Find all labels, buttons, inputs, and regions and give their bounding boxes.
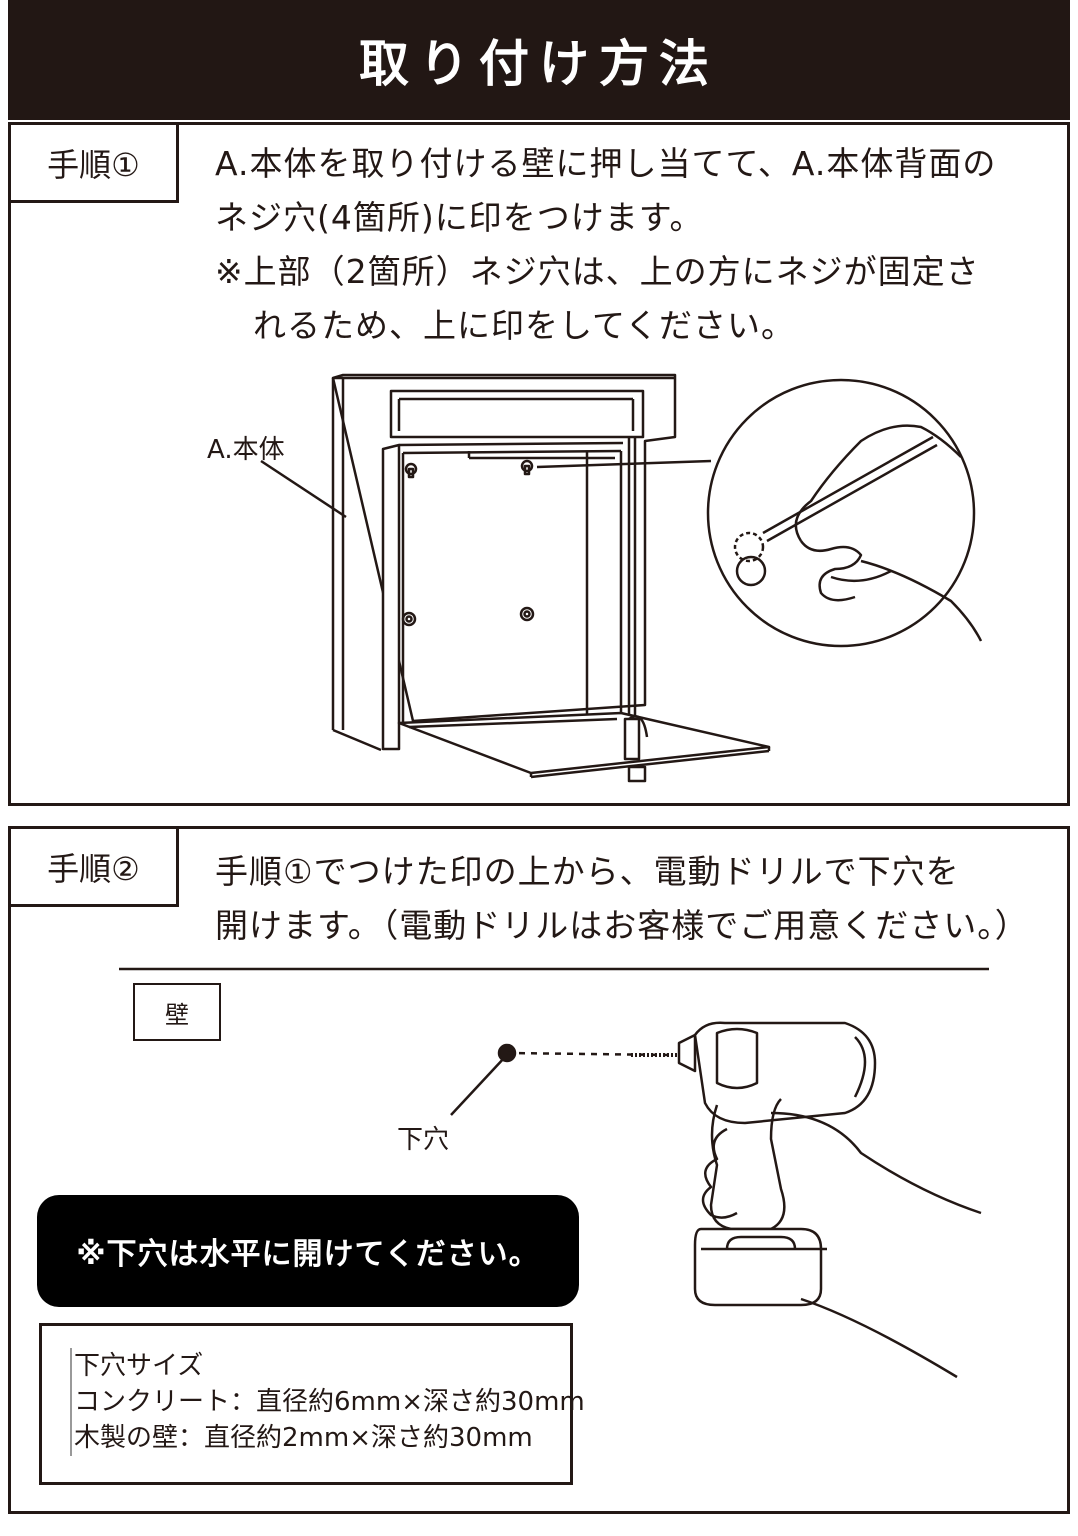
step1-line-1: A.本体を取り付ける壁に押し当てて、A.本体背面の (215, 144, 997, 183)
wall-label: 壁 (133, 983, 221, 1041)
size-concrete: コンクリート：直径約6mm×深さ約30mm (70, 1384, 585, 1420)
step2-instructions: 手順①でつけた印の上から、電動ドリルで下穴を 開けます。（電動ドリルはお客様でご… (215, 845, 1029, 953)
step2-line-2: 開けます。（電動ドリルはお客様でご用意ください。） (215, 906, 1029, 945)
body-label: A.本体 (207, 435, 285, 465)
step1-tag: 手順① (11, 125, 179, 203)
size-box-title: 下穴サイズ (70, 1348, 570, 1384)
step2-line-1: 手順①でつけた印の上から、電動ドリルで下穴を (215, 852, 960, 891)
mailbox-illustration (260, 373, 983, 783)
size-wood: 木製の壁：直径約2mm×深さ約30mm (70, 1420, 570, 1456)
step2-panel: 手順② 手順①でつけた印の上から、電動ドリルで下穴を 開けます。（電動ドリルはお… (8, 826, 1070, 1514)
step1-panel: 手順① A.本体を取り付ける壁に押し当てて、A.本体背面の ネジ穴(4箇所)に印… (8, 122, 1070, 806)
drill-illustration (119, 967, 989, 1379)
step2-tag: 手順② (11, 829, 179, 907)
pilot-hole-label: 下穴 (397, 1125, 450, 1155)
step1-line-3: ※上部（2箇所）ネジ穴は、上の方にネジが固定さ (215, 252, 980, 291)
page-title: 取り付け方法 (8, 0, 1070, 120)
pilot-hole-size-box: 下穴サイズ コンクリート：直径約6mm×深さ約30mm 木製の壁：直径約2mm×… (39, 1323, 585, 1485)
step1-instructions: A.本体を取り付ける壁に押し当てて、A.本体背面の ネジ穴(4箇所)に印をつけま… (215, 137, 996, 353)
hand-pen-icon (762, 424, 983, 642)
step1-line-4: れるため、上に印をしてください。 (253, 306, 796, 345)
step1-line-2: ネジ穴(4箇所)に印をつけます。 (215, 198, 704, 237)
power-drill-icon (631, 1021, 982, 1379)
horizontal-note: ※下穴は水平に開けてください。 (37, 1195, 579, 1307)
